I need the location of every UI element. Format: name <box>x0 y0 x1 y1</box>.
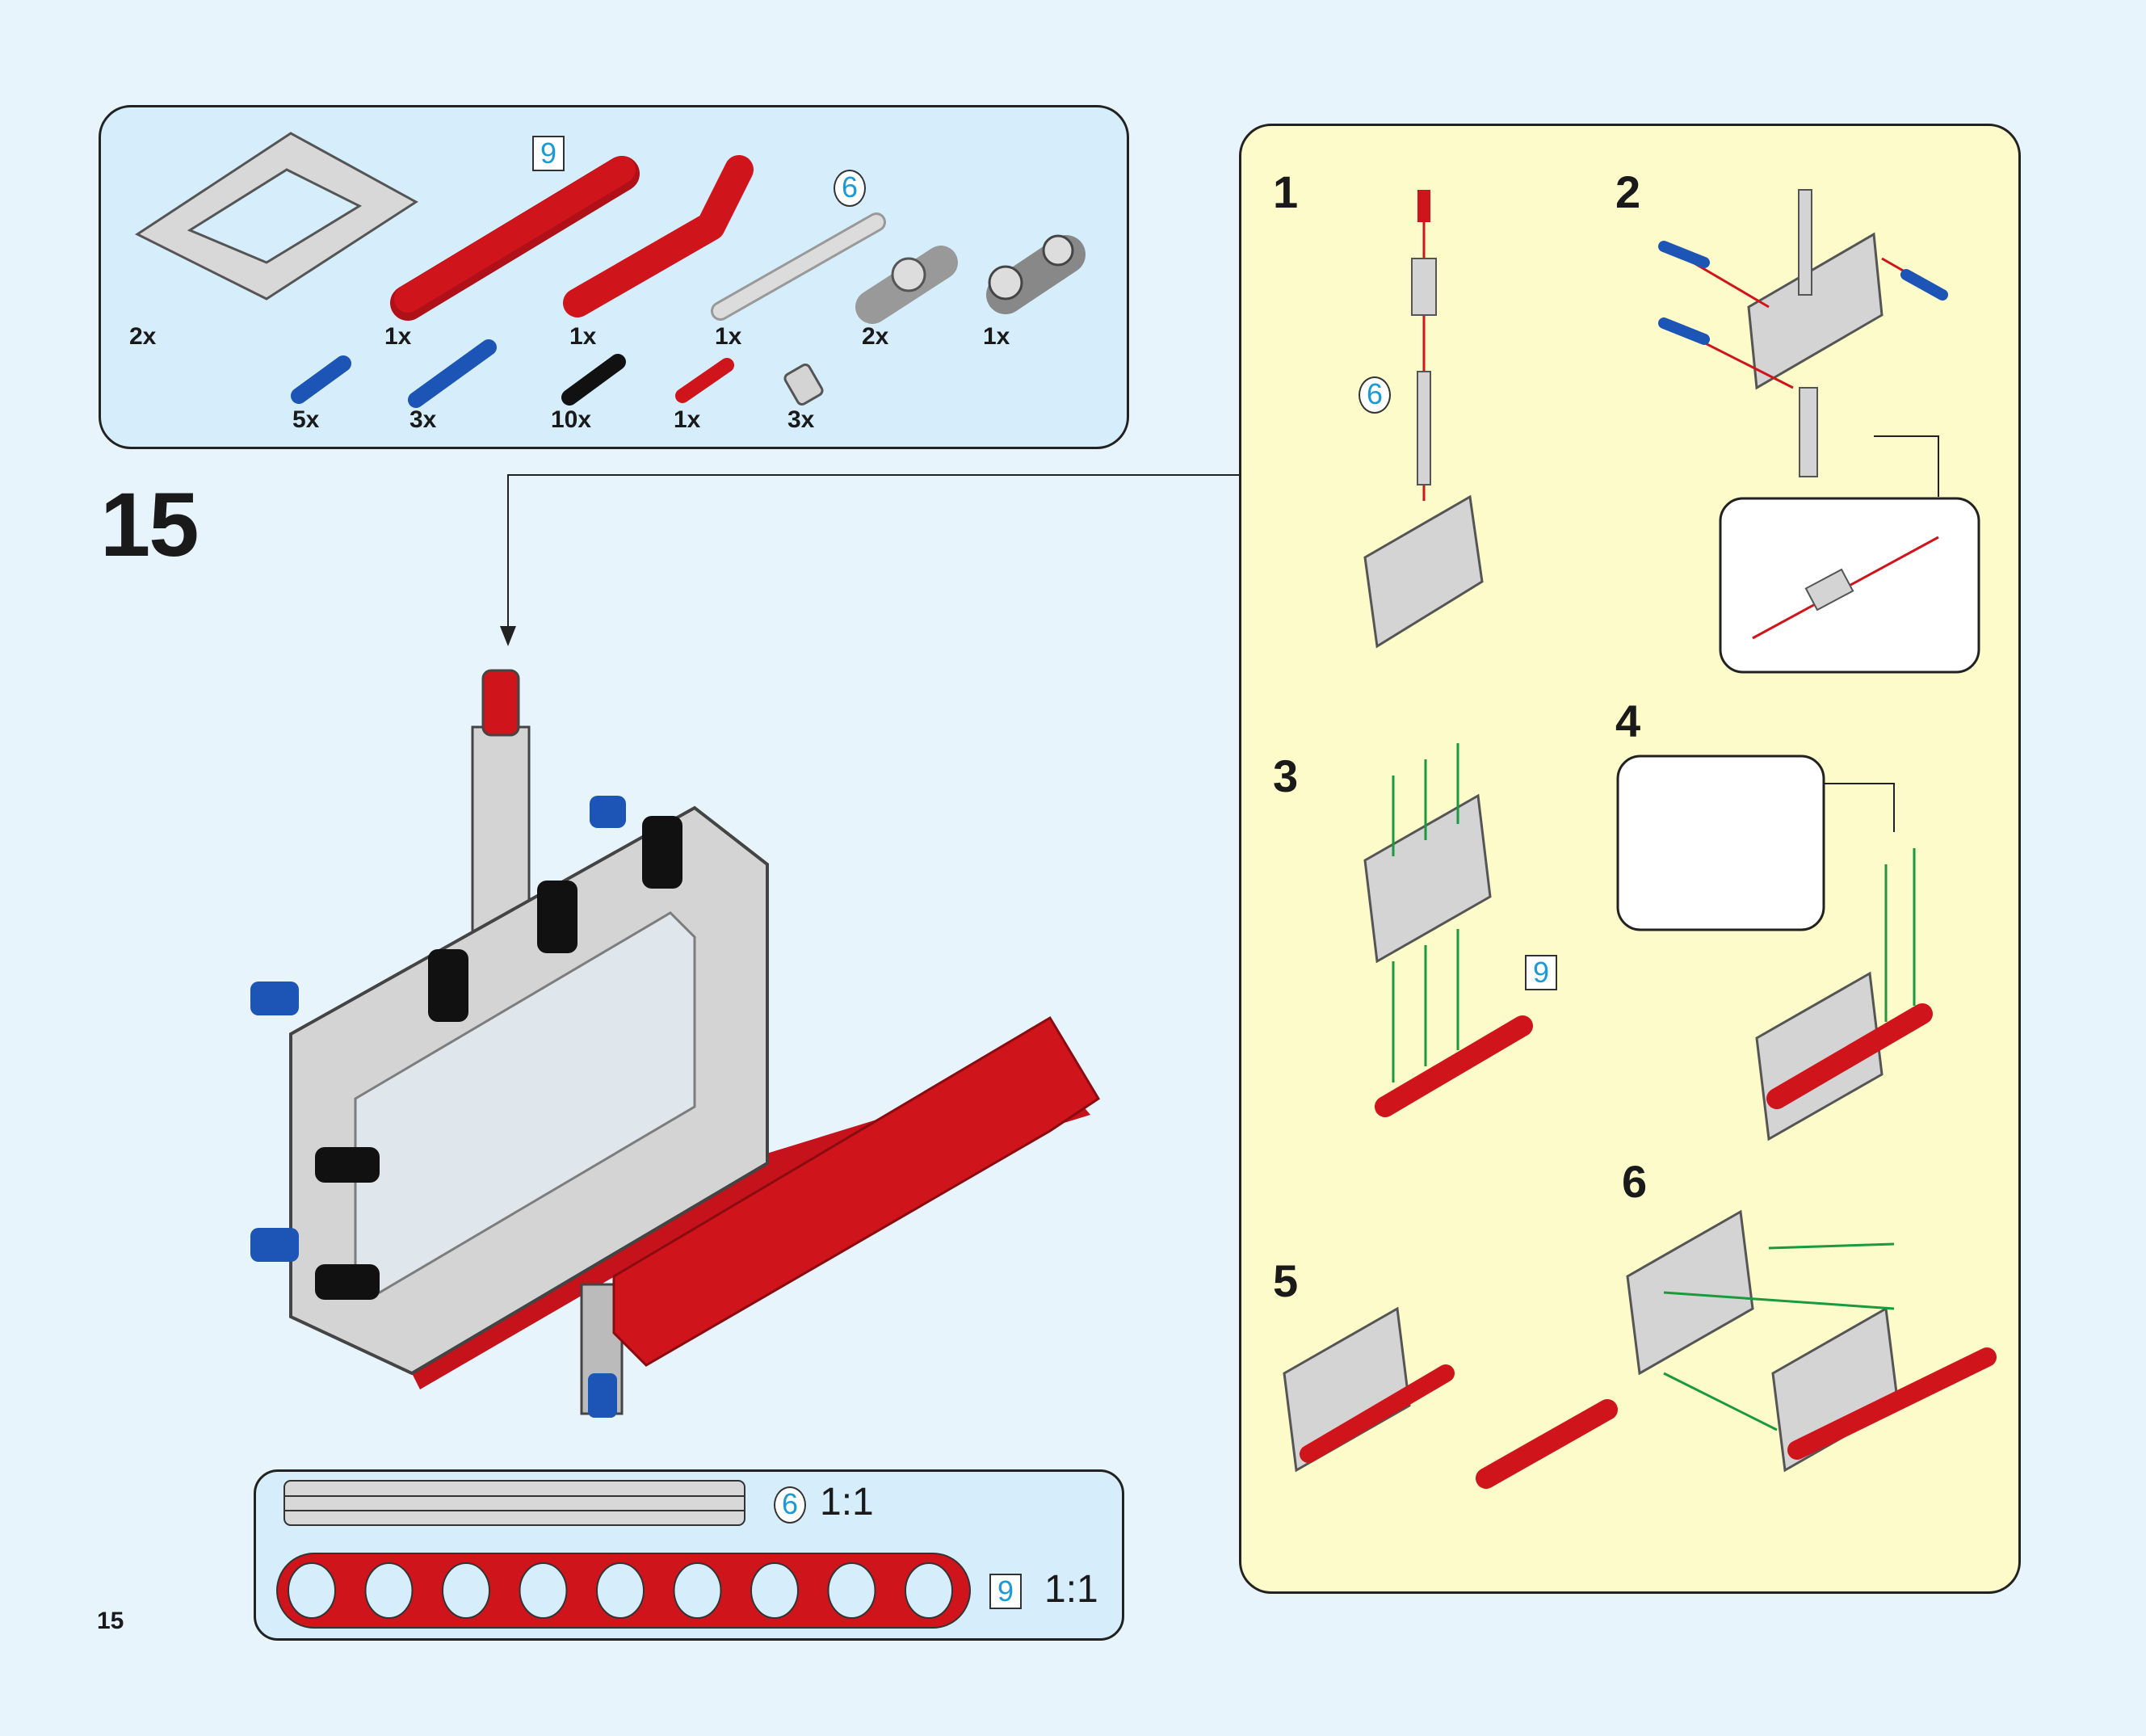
scale-ratio: 1:1 <box>1044 1568 1098 1611</box>
part-qty: 10x <box>551 406 592 433</box>
part-qty: 1x <box>983 323 1010 350</box>
beam-hole <box>905 1562 953 1619</box>
callout-axle-6: 6 <box>1359 376 1391 414</box>
axle-6-scale-image <box>283 1480 745 1526</box>
step-number: 15 <box>100 474 199 575</box>
substep-4-image <box>1616 755 1933 1141</box>
substep-2-image <box>1658 189 1980 674</box>
beam-hole <box>442 1562 490 1619</box>
part-qty: 3x <box>787 406 815 433</box>
black-pin-part-image <box>561 354 626 406</box>
scale-ratio: 1:1 <box>820 1481 874 1524</box>
part-qty: 2x <box>862 323 889 350</box>
beam-hole <box>673 1562 722 1619</box>
substep-label: 2 <box>1615 166 1641 217</box>
substep-6-image <box>1626 1209 1997 1473</box>
beam-hole <box>364 1562 414 1619</box>
callout-beam-9: 9 <box>989 1574 1022 1609</box>
red-axle-pin-part-image <box>675 358 734 403</box>
cross-block-part-image <box>986 234 1086 314</box>
substep-1-image <box>1363 190 1484 649</box>
beam-9-part-image <box>390 156 640 321</box>
bush-part-image <box>783 364 824 406</box>
arrow-down-icon <box>500 626 516 646</box>
blue-pin-part-image <box>291 355 351 404</box>
frame-part-image <box>135 132 418 301</box>
callout-connector-line <box>507 474 1239 638</box>
substep-3-image <box>1363 743 1533 1117</box>
page-number: 15 <box>97 1608 124 1634</box>
beam-hole <box>596 1562 645 1619</box>
callout-axle-6: 6 <box>834 170 866 207</box>
substep-label: 5 <box>1273 1255 1299 1306</box>
part-qty: 2x <box>129 323 157 350</box>
callout-beam-9: 9 <box>1525 955 1557 990</box>
bent-beam-part-image <box>563 155 754 317</box>
beam-hole <box>750 1562 799 1619</box>
part-qty: 5x <box>292 406 320 433</box>
part-qty: 1x <box>715 323 742 350</box>
callout-axle-6: 6 <box>774 1486 806 1524</box>
beam-hole <box>519 1562 568 1619</box>
part-qty: 3x <box>409 406 437 433</box>
part-qty: 1x <box>569 323 597 350</box>
beam-hole <box>288 1562 336 1619</box>
substep-label: 3 <box>1273 750 1299 801</box>
substep-label: 4 <box>1615 696 1641 746</box>
part-qty: 1x <box>384 323 412 350</box>
long-blue-pin-part-image <box>408 339 497 408</box>
beam-9-scale-image <box>276 1553 971 1629</box>
beam-hole <box>827 1562 876 1619</box>
connector-part-image <box>855 246 958 324</box>
part-qty: 1x <box>674 406 701 433</box>
axle-6-part-image <box>711 212 886 321</box>
callout-beam-9: 9 <box>532 136 565 171</box>
substep-5-image <box>1283 1306 1618 1489</box>
substep-label: 1 <box>1273 166 1299 217</box>
main-model-image <box>250 669 1101 1418</box>
substep-label: 6 <box>1622 1156 1648 1207</box>
